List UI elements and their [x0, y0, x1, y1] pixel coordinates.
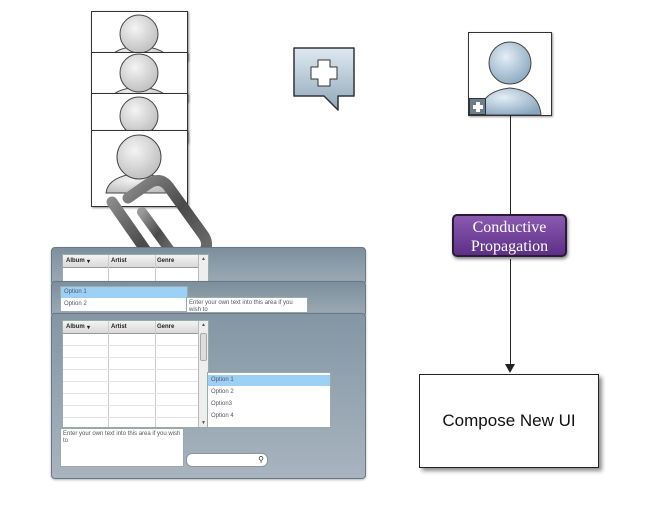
compose-label: Compose New UI — [442, 411, 576, 430]
text-area[interactable]: Enter your own text into this area if yo… — [60, 428, 184, 467]
list-option[interactable]: Option 4 — [211, 413, 234, 419]
header-artist[interactable]: Artist — [111, 324, 127, 330]
list-option[interactable]: Option 2 — [64, 301, 87, 307]
plus-icon — [469, 98, 486, 115]
search-icon[interactable]: ⚲ — [258, 455, 264, 464]
search-input[interactable]: ⚲ — [186, 453, 268, 467]
scrollbar[interactable]: ▲ — [198, 255, 208, 281]
option-list-top: Option 1 Option 2 — [60, 286, 188, 312]
header-album[interactable]: Album — [66, 324, 85, 330]
list-option[interactable]: Option 1 — [61, 287, 187, 298]
textarea-text: Enter your own text into this area if yo… — [63, 431, 181, 444]
table-header: Album ▾ Artist Genre — [63, 321, 198, 334]
connector-line — [510, 259, 511, 365]
header-genre[interactable]: Genre — [157, 258, 175, 264]
list-option[interactable]: Option 1 — [208, 375, 330, 386]
arrowhead — [505, 364, 515, 373]
compose-new-ui-box: Compose New UI — [419, 374, 599, 468]
scrollbar[interactable]: ▲▼ — [198, 321, 208, 427]
option-list: Option 1 Option 2 Option3 Option 4 — [207, 372, 331, 428]
textarea-text: Enter your own text into this area if yo… — [189, 300, 293, 313]
add-comment-icon[interactable] — [292, 46, 356, 112]
header-album[interactable]: Album — [66, 258, 85, 264]
connector-line — [510, 115, 511, 214]
header-genre[interactable]: Genre — [157, 324, 175, 330]
list-option[interactable]: Option3 — [211, 401, 233, 407]
list-option[interactable]: Option 2 — [211, 389, 234, 395]
text-area-top[interactable]: Enter your own text into this area if yo… — [186, 297, 308, 313]
mini-table-top: Album ▾ Artist Genre ▲ — [62, 254, 209, 282]
table-header: Album ▾ Artist Genre — [63, 255, 198, 268]
conductive-propagation-node: Conductive Propagation — [452, 214, 567, 257]
mini-table: Album ▾ Artist Genre ▲▼ — [62, 320, 209, 428]
new-user-avatar — [468, 32, 552, 116]
conductive-label-line1: Conductive — [472, 219, 547, 236]
conductive-label-line2: Propagation — [470, 238, 549, 255]
header-artist[interactable]: Artist — [111, 258, 127, 264]
